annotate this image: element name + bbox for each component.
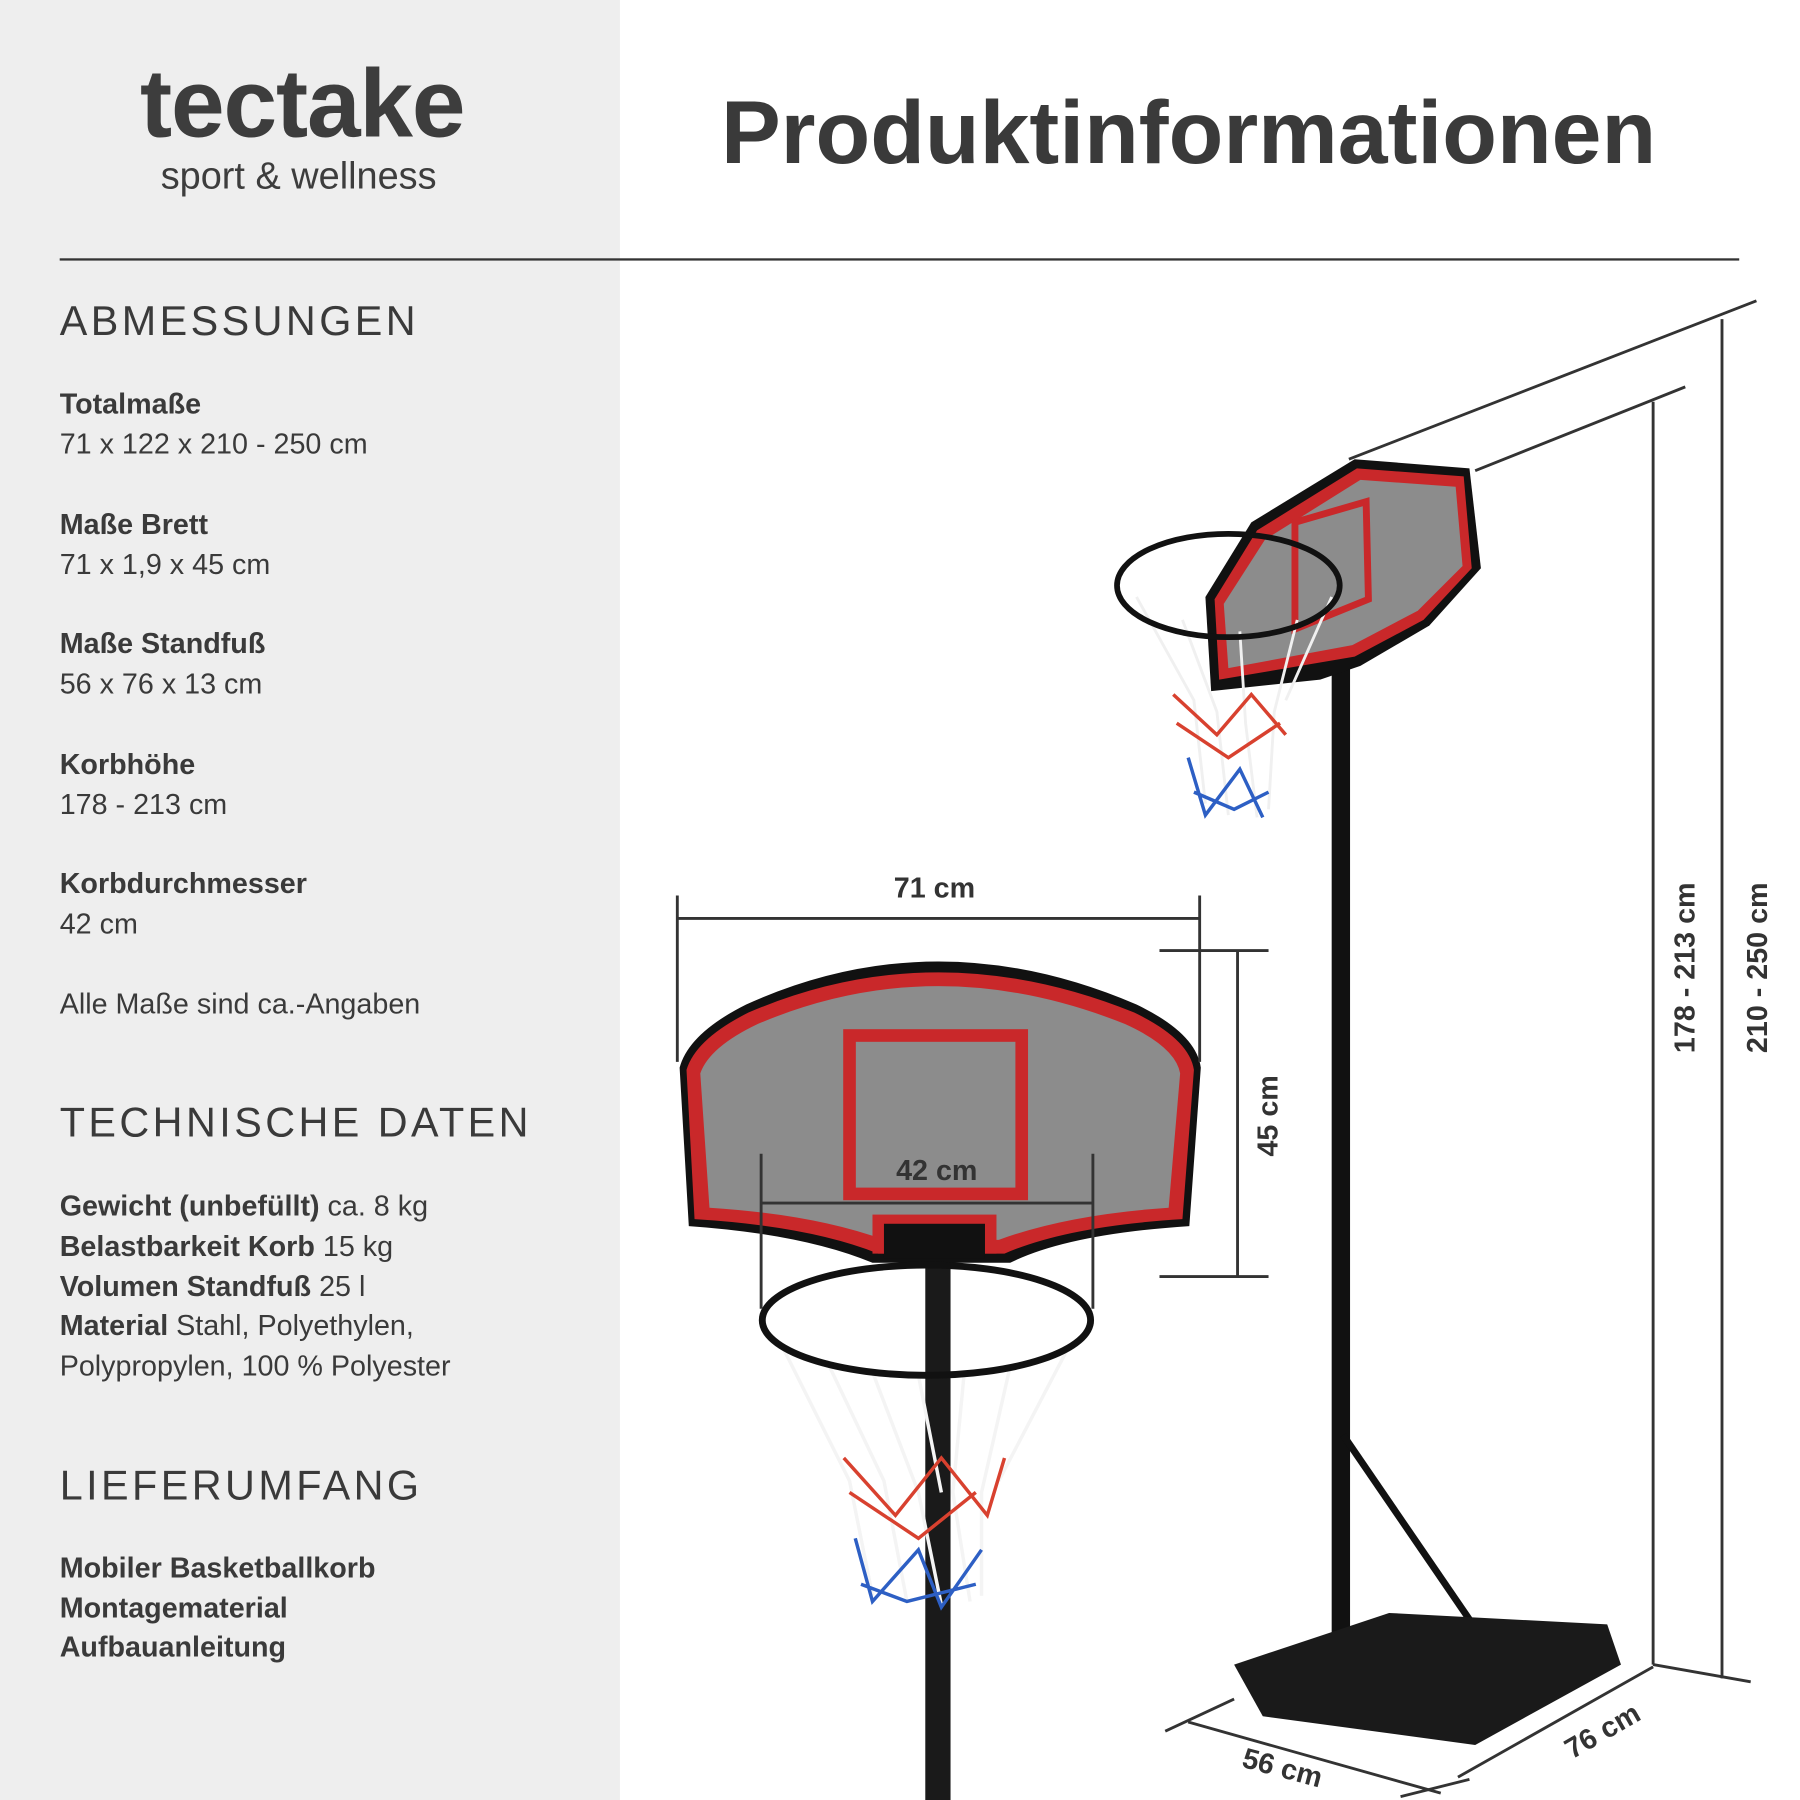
tech-label: Belastbarkeit Korb	[59, 1230, 315, 1263]
dim-base-depth: 76 cm	[1559, 1697, 1645, 1765]
section-heading-abmessungen: ABMESSUNGEN	[59, 297, 420, 345]
side-hoop	[1114, 459, 1621, 1745]
brand-logo: tectake	[140, 49, 465, 158]
spec-label: Korbdurchmesser	[59, 867, 307, 901]
dim-hoop-height: 178 - 213 cm	[1669, 882, 1701, 1053]
front-rim	[758, 1261, 1095, 1379]
spec-value: 178 - 213 cm	[59, 788, 228, 821]
tech-continuation: Polypropylen, 100 % Polyester	[59, 1350, 451, 1383]
delivery-item: Montagematerial	[59, 1592, 288, 1625]
brand-tagline: sport & wellness	[160, 153, 437, 197]
page-title: Produktinformationen	[720, 81, 1657, 183]
dim-board-height: 45 cm	[1253, 1075, 1285, 1156]
tech-row: Belastbarkeit Korb 15 kg	[60, 1231, 393, 1264]
dim-base-width: 56 cm	[1239, 1742, 1326, 1794]
tech-value: 15 kg	[314, 1230, 394, 1263]
spec-value: 71 x 122 x 210 - 250 cm	[59, 428, 368, 461]
dim-total-height: 210 - 250 cm	[1742, 882, 1774, 1053]
dim-board-width: 71 cm	[894, 873, 975, 905]
tech-row: Material Stahl, Polyethylen,	[60, 1310, 414, 1343]
tech-label: Volumen Standfuß	[59, 1270, 312, 1303]
section-heading-lieferumfang: LIEFERUMFANG	[59, 1461, 423, 1509]
spec-label: Maße Standfuß	[59, 627, 266, 661]
spec-label: Maße Brett	[59, 508, 209, 541]
left-panel	[0, 0, 620, 1800]
front-net	[779, 1342, 1070, 1611]
delivery-item: Aufbauanleitung	[59, 1631, 287, 1664]
divider	[59, 258, 1740, 261]
spec-label: Totalmaße	[59, 388, 202, 421]
spec-value: 56 x 76 x 13 cm	[59, 668, 263, 701]
tech-row: Gewicht (unbefüllt) ca. 8 kg	[60, 1190, 428, 1223]
front-backboard	[679, 961, 1201, 1263]
dimensions-note: Alle Maße sind ca.-Angaben	[59, 988, 421, 1021]
tech-value: Stahl, Polyethylen,	[168, 1309, 414, 1343]
tech-value: ca. 8 kg	[319, 1190, 429, 1223]
tech-value: 25 l	[311, 1270, 366, 1303]
dim-rim-diameter: 42 cm	[896, 1155, 977, 1187]
spec-value: 71 x 1,9 x 45 cm	[59, 548, 271, 581]
tech-label: Gewicht (unbefüllt)	[59, 1190, 320, 1223]
tech-label: Material	[59, 1309, 169, 1343]
delivery-item: Mobiler Basketballkorb	[59, 1552, 376, 1585]
dimension-lines	[675, 299, 1757, 1799]
tech-row: Volumen Standfuß 25 l	[60, 1271, 366, 1304]
spec-label: Korbhöhe	[59, 748, 196, 781]
section-heading-technische-daten: TECHNISCHE DATEN	[59, 1098, 532, 1146]
spec-value: 42 cm	[59, 908, 138, 941]
